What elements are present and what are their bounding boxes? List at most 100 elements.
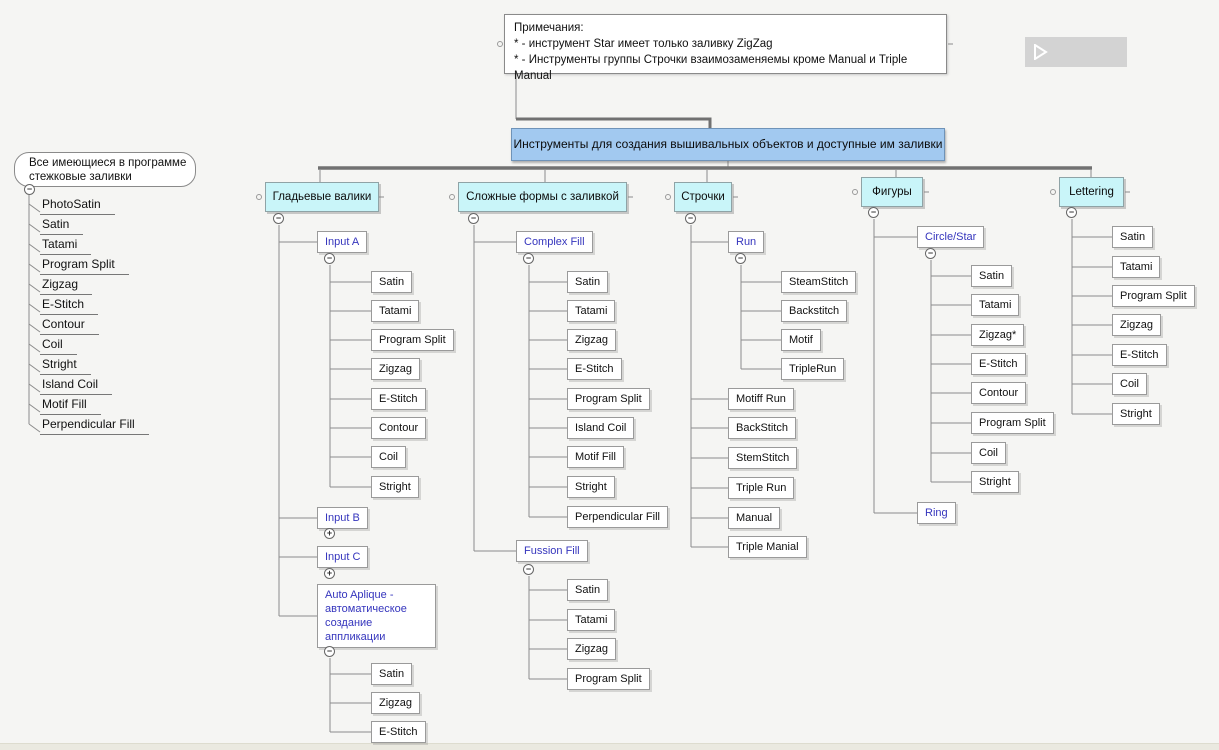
fill-node[interactable]: Perpendicular Fill bbox=[567, 506, 668, 528]
fill-node[interactable]: Program Split bbox=[567, 388, 650, 410]
stitch-node[interactable]: Triple Manial bbox=[728, 536, 807, 558]
fill-node[interactable]: E-Stitch bbox=[371, 721, 426, 743]
fill-node[interactable]: Coil bbox=[971, 442, 1006, 464]
stitch-node[interactable]: Manual bbox=[728, 507, 781, 529]
fill-node[interactable]: Zigzag bbox=[371, 358, 421, 380]
legend-item[interactable]: Zigzag bbox=[40, 276, 93, 295]
legend-item[interactable]: Island Coil bbox=[40, 376, 113, 395]
fill-node[interactable]: Stright bbox=[371, 476, 419, 498]
fill-node[interactable]: Zigzag* bbox=[971, 324, 1025, 346]
fill-node[interactable]: Coil bbox=[1112, 373, 1147, 395]
fill-node[interactable]: Tatami bbox=[971, 294, 1020, 316]
fill-node[interactable]: Motif bbox=[781, 329, 821, 351]
legend-item[interactable]: Coil bbox=[40, 336, 77, 355]
fill-node[interactable]: Satin bbox=[371, 271, 413, 293]
fill-node[interactable]: Tatami bbox=[1112, 256, 1161, 278]
collapse-handle-complex-fill[interactable]: − bbox=[523, 253, 534, 264]
fill-node[interactable]: Satin bbox=[567, 579, 609, 601]
stitch-node[interactable]: BackStitch bbox=[728, 417, 796, 439]
legend-item[interactable]: Satin bbox=[40, 216, 84, 235]
branch-left-handle[interactable] bbox=[256, 194, 262, 200]
branch-strochki[interactable]: Строчки bbox=[674, 182, 732, 212]
branch-left-handle[interactable] bbox=[449, 194, 455, 200]
legend-item[interactable]: PhotoSatin bbox=[40, 196, 115, 215]
fill-node[interactable]: Backstitch bbox=[781, 300, 848, 322]
fill-node[interactable]: Zigzag bbox=[1112, 314, 1162, 336]
fill-node[interactable]: Satin bbox=[371, 663, 413, 685]
fill-node[interactable]: Satin bbox=[1112, 226, 1154, 248]
fill-node[interactable]: Motif Fill bbox=[567, 446, 624, 468]
stitch-node[interactable]: StemStitch bbox=[728, 447, 798, 469]
tool-node-input-a[interactable]: Input A bbox=[317, 231, 368, 253]
fill-node[interactable]: Tatami bbox=[567, 609, 616, 631]
legend-bubble[interactable]: Все имеющиеся в программе стежковые зали… bbox=[14, 152, 196, 187]
expand-handle-input-b[interactable]: + bbox=[324, 528, 335, 539]
tool-node-ring[interactable]: Ring bbox=[917, 502, 956, 524]
fill-node[interactable]: Tatami bbox=[567, 300, 616, 322]
fill-node[interactable]: Satin bbox=[567, 271, 609, 293]
fill-node[interactable]: Contour bbox=[971, 382, 1027, 404]
legend-item[interactable]: Motif Fill bbox=[40, 396, 101, 415]
fill-node[interactable]: Program Split bbox=[567, 668, 650, 690]
collapse-handle-fussion-fill[interactable]: − bbox=[523, 564, 534, 575]
collapse-handle-input-a[interactable]: − bbox=[324, 253, 335, 264]
collapse-handle-auto-aplique[interactable]: − bbox=[324, 646, 335, 657]
play-button[interactable] bbox=[1025, 37, 1127, 67]
fill-node[interactable]: Satin bbox=[971, 265, 1013, 287]
tool-node-auto-aplique[interactable]: Auto Aplique - автоматическое создание а… bbox=[317, 584, 436, 648]
tool-node-run[interactable]: Run bbox=[728, 231, 765, 253]
fill-node[interactable]: E-Stitch bbox=[371, 388, 426, 410]
collapse-handle-run[interactable]: − bbox=[735, 253, 746, 264]
collapse-handle-circle-star[interactable]: − bbox=[925, 248, 936, 259]
collapse-handle-strochki[interactable]: − bbox=[685, 213, 696, 224]
tool-node-complex-fill[interactable]: Complex Fill bbox=[516, 231, 593, 253]
legend-item[interactable]: Contour bbox=[40, 316, 99, 335]
legend-item[interactable]: Program Split bbox=[40, 256, 129, 275]
stitch-node[interactable]: Triple Run bbox=[728, 477, 795, 499]
fill-node[interactable]: Contour bbox=[371, 417, 427, 439]
tool-node-fussion-fill[interactable]: Fussion Fill bbox=[516, 540, 588, 562]
stitch-node[interactable]: Motiff Run bbox=[728, 388, 794, 410]
fill-node[interactable]: E-Stitch bbox=[1112, 344, 1167, 366]
fill-node[interactable]: Tatami bbox=[371, 300, 420, 322]
legend-item[interactable]: Stright bbox=[40, 356, 91, 375]
expand-handle-input-c[interactable]: + bbox=[324, 568, 335, 579]
fill-node[interactable]: SteamStitch bbox=[781, 271, 857, 293]
fill-node[interactable]: Coil bbox=[371, 446, 406, 468]
fill-node[interactable]: Zigzag bbox=[567, 329, 617, 351]
note-left-handle[interactable] bbox=[497, 41, 503, 47]
collapse-handle-legend[interactable]: − bbox=[24, 184, 35, 195]
fill-node[interactable]: E-Stitch bbox=[567, 358, 622, 380]
notes-box[interactable]: Примечания: * - инструмент Star имеет то… bbox=[504, 14, 947, 82]
branch-figury[interactable]: Фигуры bbox=[861, 177, 923, 207]
fill-node[interactable]: TripleRun bbox=[781, 358, 845, 380]
fill-node[interactable]: Program Split bbox=[1112, 285, 1195, 307]
fill-node[interactable]: Program Split bbox=[971, 412, 1054, 434]
notes-line-star: * - инструмент Star имеет только заливку… bbox=[514, 38, 773, 50]
fill-node[interactable]: Zigzag bbox=[567, 638, 617, 660]
tool-node-input-b[interactable]: Input B bbox=[317, 507, 368, 529]
fill-node[interactable]: Program Split bbox=[371, 329, 454, 351]
fill-node[interactable]: Stright bbox=[1112, 403, 1160, 425]
tool-node-input-c[interactable]: Input C bbox=[317, 546, 369, 568]
root-node[interactable]: Инструменты для создания вышивальных объ… bbox=[511, 128, 945, 161]
collapse-handle-gladevye[interactable]: − bbox=[273, 213, 284, 224]
fill-node[interactable]: Zigzag bbox=[371, 692, 421, 714]
branch-gladevye-valiki[interactable]: Гладьевые валики bbox=[265, 182, 379, 212]
branch-lettering[interactable]: Lettering bbox=[1059, 177, 1124, 207]
tool-node-circle-star[interactable]: Circle/Star bbox=[917, 226, 985, 248]
branch-slozhnye-formy[interactable]: Сложные формы с заливкой bbox=[458, 182, 627, 212]
fill-node[interactable]: E-Stitch bbox=[971, 353, 1026, 375]
branch-left-handle[interactable] bbox=[852, 189, 858, 195]
collapse-handle-figury[interactable]: − bbox=[868, 207, 879, 218]
branch-left-handle[interactable] bbox=[1050, 189, 1056, 195]
fill-node[interactable]: Island Coil bbox=[567, 417, 635, 439]
collapse-handle-slozhnye[interactable]: − bbox=[468, 213, 479, 224]
fill-node[interactable]: Stright bbox=[567, 476, 615, 498]
fill-node[interactable]: Stright bbox=[971, 471, 1019, 493]
legend-item[interactable]: Tatami bbox=[40, 236, 92, 255]
branch-left-handle[interactable] bbox=[665, 194, 671, 200]
collapse-handle-lettering[interactable]: − bbox=[1066, 207, 1077, 218]
legend-item[interactable]: E-Stitch bbox=[40, 296, 99, 315]
legend-item[interactable]: Perpendicular Fill bbox=[40, 416, 149, 435]
